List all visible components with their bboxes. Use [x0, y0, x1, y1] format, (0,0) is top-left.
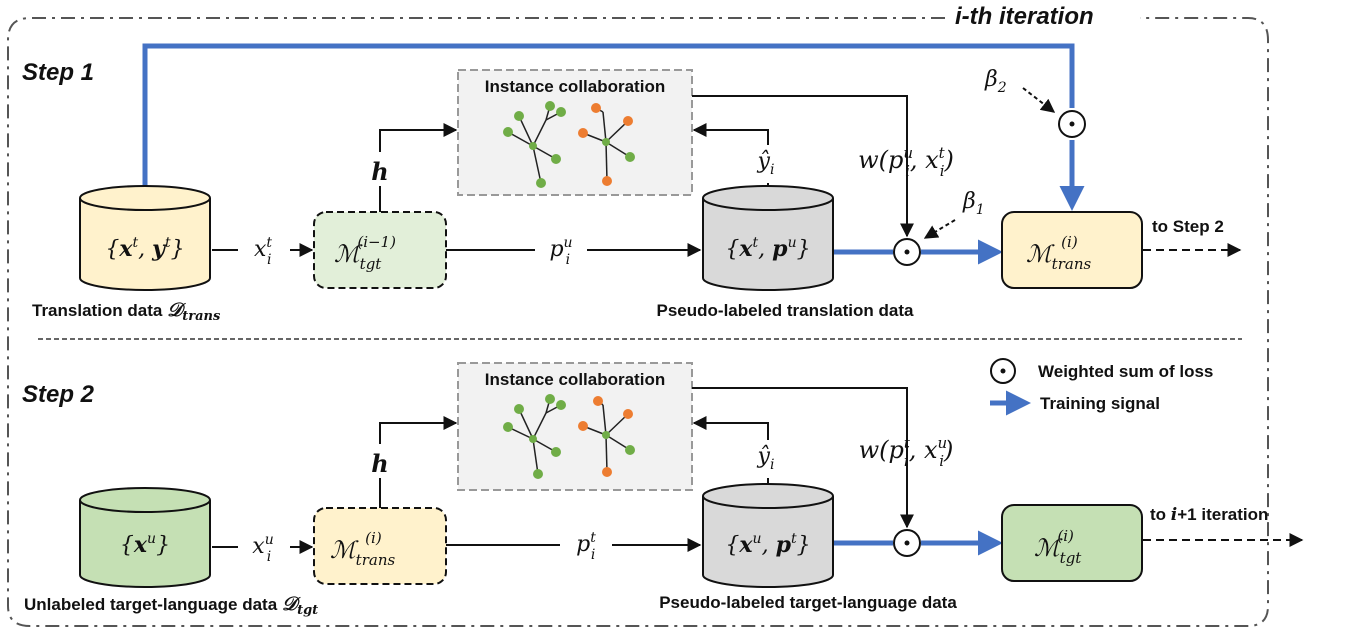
step1-pseudo-db: [702, 185, 834, 291]
step1-odot2-icon: [1058, 110, 1086, 138]
step2-model-tgt: [1001, 504, 1143, 582]
step1-model-tgt-prev: [313, 211, 447, 289]
step1-graph-orange: [578, 103, 635, 186]
legend-arrow-label: Training signal: [1040, 394, 1160, 413]
step1-instance-collab-box: [457, 69, 693, 196]
step1-weight-arrow: [692, 95, 914, 238]
step2-graph-green: [503, 394, 566, 479]
step1-beta1-label: β1: [962, 189, 985, 218]
step2-title: Step 2: [22, 381, 95, 408]
step1-model-trans: [1001, 211, 1143, 289]
step2-model-tgt-label: ℳtgt(i): [1034, 527, 1082, 567]
step1-beta2-arrow: [1022, 87, 1056, 113]
step2-pseudo-db: [702, 483, 834, 588]
step2-model-trans: [313, 507, 447, 585]
step2-odot-icon: [893, 529, 921, 557]
step2-unlabeled-db-label: {xu}: [120, 531, 170, 558]
step1-output-label: to Step 2: [1152, 217, 1224, 236]
step2-unlabeled-db-caption: Unlabeled target-language data 𝒟tgt: [24, 593, 318, 618]
step1-title: Step 1: [22, 59, 94, 86]
step1-odot-icon: [893, 238, 921, 266]
step2-h-arrow: [379, 416, 458, 508]
step1-instance-collab-label: Instance collaboration: [485, 77, 665, 96]
step1-h-label: h: [371, 157, 388, 186]
step2-weight-arrow: [692, 387, 914, 529]
step2-unlabeled-db: [79, 487, 211, 588]
step2-h-label: h: [371, 449, 388, 478]
step1-pseudo-db-label: {xt, pu}: [725, 235, 810, 262]
step2-output-label: to i+1 iteration: [1150, 505, 1268, 525]
iteration-title: i-th iteration: [955, 3, 1094, 30]
legend: Weighted sum of loss Training signal: [990, 358, 1213, 416]
step1-translation-db-label: {xt, yt}: [105, 235, 184, 262]
step2-instance-collab-box: [457, 362, 693, 491]
iteration-frame: [7, 17, 1269, 627]
step1-translation-db-caption: Translation data 𝒟trans: [32, 299, 221, 324]
step2-graph-orange: [578, 396, 635, 477]
step1-training-signal-loop: [142, 43, 1075, 212]
step1-beta1-arrow: [923, 219, 956, 239]
step1-yhat-label: ŷi: [757, 149, 775, 178]
step2-yhat-label: ŷi: [757, 444, 775, 473]
step1-beta2-label: β2: [984, 67, 1007, 96]
step2-instance-collab-label: Instance collaboration: [485, 370, 665, 389]
legend-odot-label: Weighted sum of loss: [1038, 362, 1213, 381]
step2-pseudo-db-label: {xu, pt}: [725, 531, 810, 558]
step1-translation-db: [79, 185, 211, 291]
step1-graph-green: [503, 101, 566, 188]
odot-legend-icon: [990, 358, 1016, 384]
step2-pseudo-db-caption: Pseudo-labeled target-language data: [659, 593, 957, 612]
step1-pseudo-db-caption: Pseudo-labeled translation data: [657, 301, 914, 320]
